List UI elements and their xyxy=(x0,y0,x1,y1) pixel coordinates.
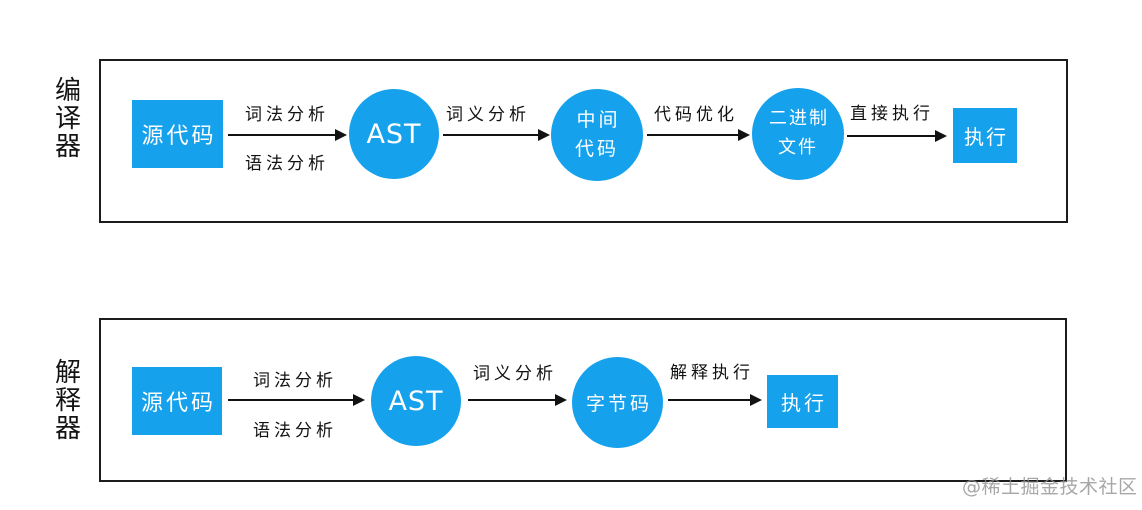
compiler-binary-file-node: 二进制 文件 xyxy=(752,88,844,180)
arrow-interpreter-ast-to-bytecode xyxy=(468,394,567,406)
arrow-compiler-intermediate-to-binary xyxy=(647,129,750,141)
compiler-semantic-analysis-label: 词义分析 xyxy=(446,105,530,125)
interpreter-syntax-analysis-label: 语法分析 xyxy=(253,421,337,441)
interpreter-bytecode-node: 字节码 xyxy=(572,357,663,448)
arrow-interpreter-bytecode-to-execute xyxy=(668,394,762,406)
arrow-compiler-binary-to-execute xyxy=(847,130,947,142)
interpreter-section-label: 解释器 xyxy=(54,358,81,444)
interpreter-lexical-analysis-label: 词法分析 xyxy=(253,371,337,391)
compiler-source-code-node: 源代码 xyxy=(132,100,223,168)
interpreter-ast-node: AST xyxy=(371,356,461,446)
interpreter-source-code-node: 源代码 xyxy=(132,367,222,435)
compiler-section-label: 编译器 xyxy=(54,76,81,162)
arrow-compiler-source-to-ast xyxy=(228,129,347,141)
compiler-lexical-analysis-label: 词法分析 xyxy=(245,105,329,125)
compiler-code-optimization-label: 代码优化 xyxy=(654,105,738,125)
arrow-interpreter-source-to-ast xyxy=(228,394,365,406)
compiler-ast-node: AST xyxy=(349,89,439,179)
compiler-syntax-analysis-label: 语法分析 xyxy=(245,154,329,174)
interpreter-execute-node: 执行 xyxy=(767,375,838,428)
juejin-watermark: @稀土掘金技术社区 xyxy=(962,476,1138,498)
interpreter-semantic-analysis-label: 词义分析 xyxy=(473,364,557,384)
compiler-direct-execution-label: 直接执行 xyxy=(850,104,934,124)
compiler-intermediate-code-node: 中间 代码 xyxy=(551,89,643,181)
arrow-compiler-ast-to-intermediate xyxy=(443,129,550,141)
interpreter-interpret-execution-label: 解释执行 xyxy=(670,363,754,383)
compiler-execute-node: 执行 xyxy=(953,108,1017,163)
